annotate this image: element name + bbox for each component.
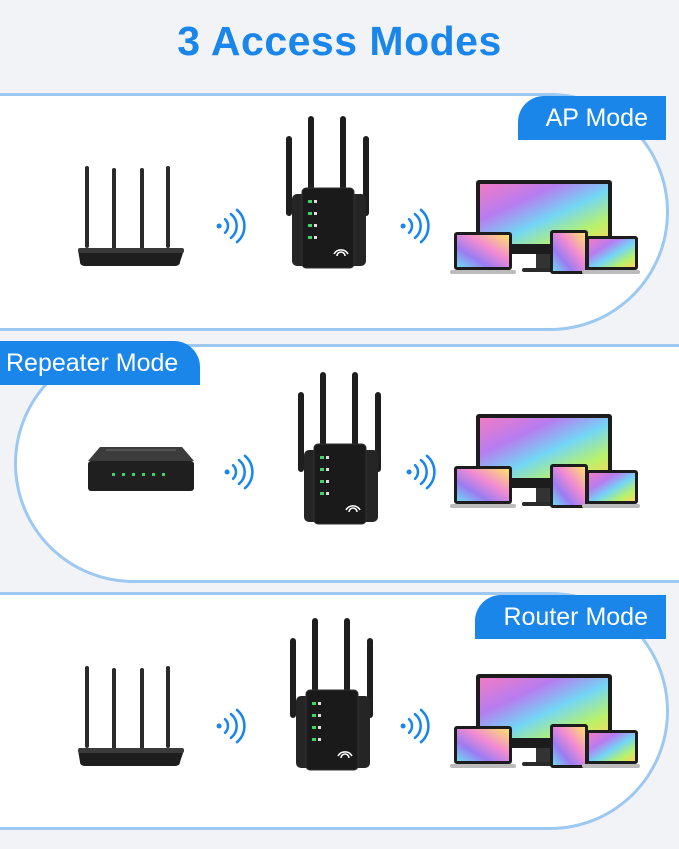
wifi-extender-icon bbox=[290, 372, 390, 527]
wifi-signal-icon bbox=[398, 706, 432, 746]
wifi-signal-icon bbox=[398, 206, 432, 246]
devices-icon bbox=[450, 412, 640, 512]
devices-icon bbox=[450, 178, 640, 278]
wifi-signal-icon bbox=[214, 706, 248, 746]
router-icon bbox=[76, 158, 186, 268]
ap-mode-label: AP Mode bbox=[517, 96, 666, 140]
router-mode-label: Router Mode bbox=[475, 595, 666, 639]
switch-icon bbox=[86, 443, 196, 503]
wifi-signal-icon bbox=[404, 452, 438, 492]
wifi-signal-icon bbox=[222, 452, 256, 492]
wifi-signal-icon bbox=[214, 206, 248, 246]
wifi-extender-icon bbox=[282, 618, 382, 773]
router-icon bbox=[76, 658, 186, 768]
wifi-extender-icon bbox=[278, 116, 378, 271]
repeater-mode-label: Repeater Mode bbox=[0, 341, 201, 385]
devices-icon bbox=[450, 672, 640, 772]
page-title: 3 Access Modes bbox=[177, 18, 502, 64]
